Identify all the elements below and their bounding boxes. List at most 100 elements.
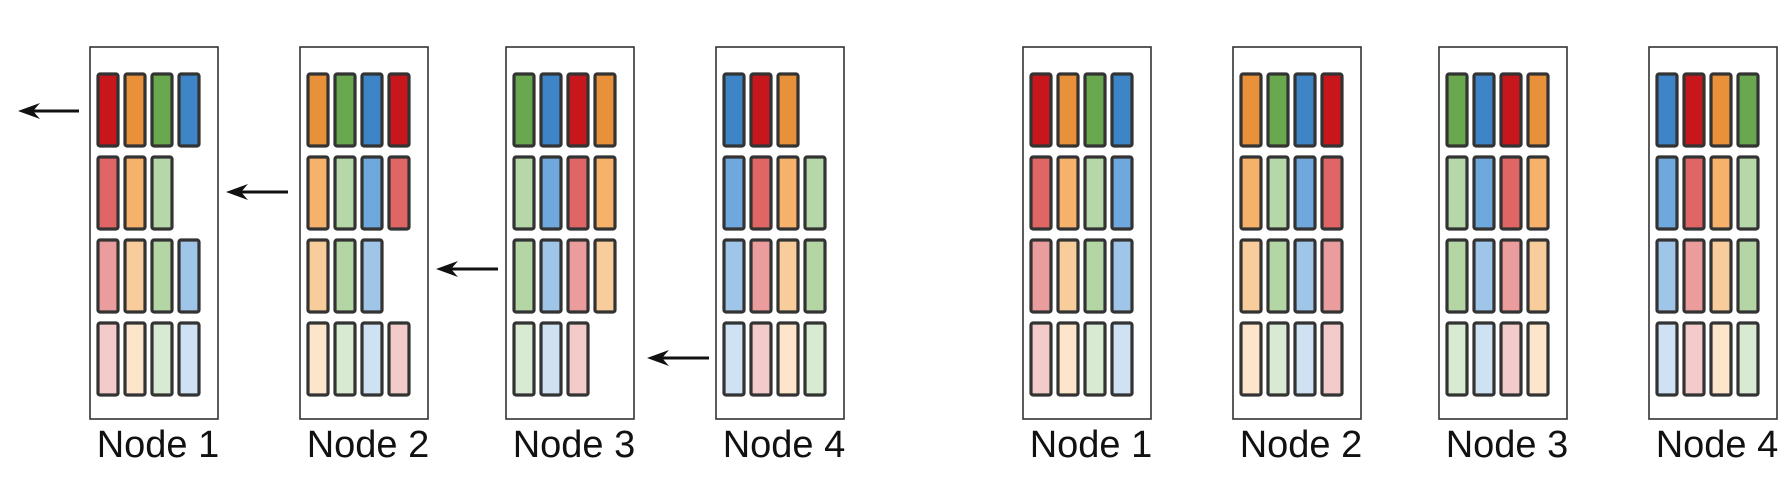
right-node-3-block-green [1445, 72, 1469, 148]
right-node-2-block-orange [1239, 321, 1263, 397]
right-node-1-block-orange [1056, 155, 1080, 231]
right-node-4-label: Node 4 [1655, 424, 1779, 466]
transfer-arrows [18, 103, 709, 366]
right-node-4-block-green [1736, 321, 1760, 397]
right-node-4-block-orange [1709, 321, 1733, 397]
left-node-3-block-orange [593, 238, 617, 314]
left-node-3-block-orange [593, 72, 617, 148]
arrow-3-head [436, 261, 458, 277]
left-node-4-block-red [749, 72, 773, 148]
right-node-3-block-green [1445, 155, 1469, 231]
right-node-2-block-blue [1293, 72, 1317, 148]
left-node-4-block-orange [776, 72, 800, 148]
right-node-3-block-blue [1472, 238, 1496, 314]
left-node-2-block-blue [360, 155, 384, 231]
right-node-2-block-red [1320, 321, 1344, 397]
right-node-2-block-blue [1293, 238, 1317, 314]
arrow-2-head [226, 184, 248, 200]
right-node-4-block-red [1682, 155, 1706, 231]
right-node-3-block-red [1499, 238, 1523, 314]
left-node-3-block-red [566, 72, 590, 148]
left-node-1 [89, 46, 219, 420]
right-node-3-block-orange [1526, 155, 1550, 231]
left-node-2-block-orange [306, 72, 330, 148]
arrow-1-head [18, 103, 40, 119]
right-node-4-block-blue [1655, 155, 1679, 231]
right-node-4-block-orange [1709, 238, 1733, 314]
left-node-2-block-orange [306, 238, 330, 314]
right-node-4-block-blue [1655, 238, 1679, 314]
right-node-2-block-red [1320, 155, 1344, 231]
right-node-1-block-green [1083, 155, 1107, 231]
left-node-2-block-green [333, 321, 357, 397]
left-node-4-block-green [803, 238, 827, 314]
left-node-4-label: Node 4 [722, 424, 846, 466]
left-node-1-block-red [96, 72, 120, 148]
right-node-4-block-blue [1655, 72, 1679, 148]
left-node-2-block-blue [360, 72, 384, 148]
right-node-4-block-green [1736, 72, 1760, 148]
right-node-4-block-green [1736, 155, 1760, 231]
right-node-4-block-red [1682, 238, 1706, 314]
left-node-4 [715, 46, 845, 420]
left-node-2-block-green [333, 155, 357, 231]
right-node-1-block-orange [1056, 238, 1080, 314]
right-node-2-block-green [1266, 321, 1290, 397]
right-node-1-block-orange [1056, 321, 1080, 397]
left-node-1-block-orange [123, 72, 147, 148]
left-node-3-block-blue [539, 155, 563, 231]
left-node-3-block-green [512, 155, 536, 231]
left-node-3-block-red [566, 238, 590, 314]
arrow-4-head [647, 350, 669, 366]
right-node-1-label: Node 1 [1029, 424, 1153, 466]
left-node-4-block-green [803, 155, 827, 231]
right-node-1-block-red [1029, 155, 1053, 231]
right-node-3-block-blue [1472, 321, 1496, 397]
left-node-2-block-green [333, 238, 357, 314]
right-node-3-block-orange [1526, 321, 1550, 397]
right-node-3-block-orange [1526, 72, 1550, 148]
left-node-1-block-green [150, 238, 174, 314]
right-node-1-block-red [1029, 321, 1053, 397]
left-node-group [89, 46, 845, 420]
right-node-3-block-red [1499, 155, 1523, 231]
right-node-2-label: Node 2 [1239, 424, 1363, 466]
left-node-2-label: Node 2 [306, 424, 430, 466]
right-node-3-label: Node 3 [1445, 424, 1569, 466]
left-node-4-block-orange [776, 155, 800, 231]
right-node-1-block-green [1083, 72, 1107, 148]
right-node-group [1022, 46, 1778, 420]
left-node-4-block-orange [776, 238, 800, 314]
left-node-2-block-red [387, 72, 411, 148]
left-node-2-block-red [387, 321, 411, 397]
left-node-1-block-blue [177, 321, 201, 397]
left-node-1-block-orange [123, 155, 147, 231]
left-node-1-block-green [150, 321, 174, 397]
left-node-1-block-blue [177, 238, 201, 314]
right-node-3-block-orange [1526, 238, 1550, 314]
left-node-4-block-blue [722, 321, 746, 397]
right-node-1-block-green [1083, 238, 1107, 314]
left-node-1-block-red [96, 238, 120, 314]
right-node-2-block-orange [1239, 155, 1263, 231]
right-node-3-block-green [1445, 238, 1469, 314]
left-node-4-block-red [749, 321, 773, 397]
left-node-3-block-blue [539, 321, 563, 397]
left-node-3-block-green [512, 321, 536, 397]
right-node-2 [1232, 46, 1362, 420]
left-node-2-block-orange [306, 321, 330, 397]
right-node-3-block-blue [1472, 72, 1496, 148]
left-node-1-block-blue [177, 72, 201, 148]
right-node-4-block-orange [1709, 155, 1733, 231]
left-node-1-block-green [150, 155, 174, 231]
right-node-2-block-orange [1239, 238, 1263, 314]
left-node-2-block-orange [306, 155, 330, 231]
right-node-1-block-green [1083, 321, 1107, 397]
right-node-2-block-orange [1239, 72, 1263, 148]
left-node-4-block-blue [722, 155, 746, 231]
left-node-1-block-orange [123, 238, 147, 314]
left-node-3-block-orange [593, 155, 617, 231]
right-node-2-block-green [1266, 238, 1290, 314]
